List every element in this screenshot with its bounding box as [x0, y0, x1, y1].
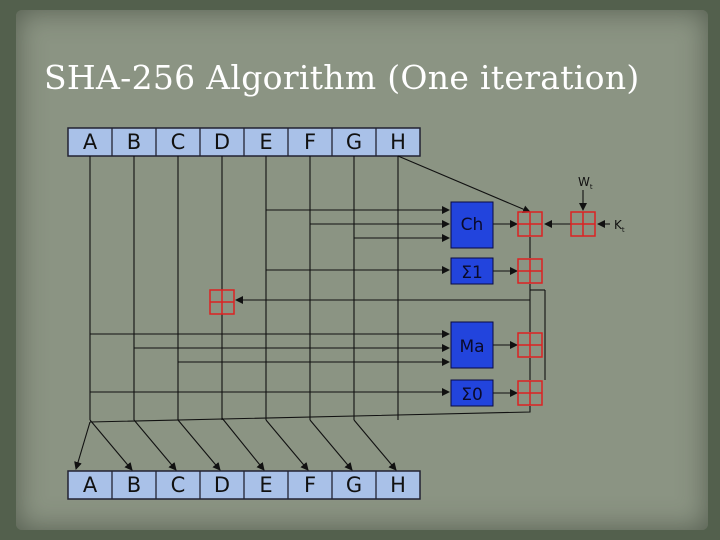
top-register-c: C [171, 130, 186, 154]
top-register-row: A B C D E F G H [67, 127, 421, 157]
bottom-register-g: G [346, 473, 362, 497]
bottom-register-c: C [171, 473, 186, 497]
sigma0-function-box [450, 379, 494, 407]
adder-d [209, 289, 235, 315]
register-wires [89, 156, 399, 420]
top-register-h: H [390, 130, 406, 154]
adders [209, 211, 596, 406]
top-register-a: A [83, 130, 98, 154]
bottom-register-a: A [83, 473, 98, 497]
adder-1 [517, 211, 543, 237]
kt-label: Kt [614, 218, 625, 234]
ch-function-box [450, 201, 494, 249]
sigma1-label: Σ1 [461, 263, 483, 283]
adder-4 [517, 380, 543, 406]
wt-label: Wt [578, 175, 593, 191]
ma-inputs [90, 330, 450, 396]
sigma0-label: Σ0 [461, 385, 483, 405]
adder-chain [529, 237, 546, 380]
top-register-f: F [304, 130, 316, 154]
output-wires [74, 406, 531, 470]
ch-label: Ch [461, 215, 484, 235]
bottom-register-b: B [127, 473, 141, 497]
bottom-register-d: D [214, 473, 230, 497]
slide-title: SHA-256 Algorithm (One iteration) [44, 58, 640, 97]
adder-2 [517, 258, 543, 284]
ch-inputs [266, 206, 450, 274]
top-register-b: B [127, 130, 141, 154]
adder-3 [517, 332, 543, 358]
bottom-register-f: F [304, 473, 316, 497]
adder-wk [570, 211, 596, 237]
h-wire [397, 155, 531, 213]
shift-arrows [89, 417, 397, 471]
bottom-register-row: A B C D E F G H [67, 470, 421, 500]
top-register-g: G [346, 130, 362, 154]
top-register-e: E [259, 130, 272, 154]
top-register-d: D [214, 130, 230, 154]
bottom-register-h: H [390, 473, 406, 497]
function-outputs [493, 190, 610, 397]
ma-function-box [450, 321, 494, 369]
bottom-register-e: E [259, 473, 272, 497]
ma-label: Ma [459, 337, 484, 357]
